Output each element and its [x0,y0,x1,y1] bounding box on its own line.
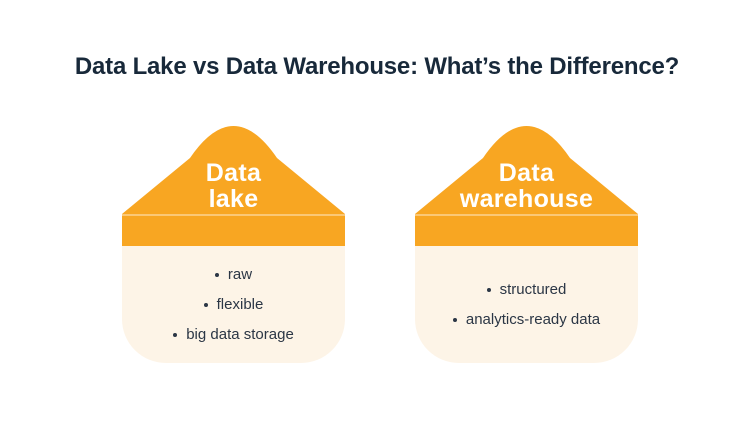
bullet-label: analytics-ready data [465,310,601,328]
data-warehouse-card-body: structured analytics-ready data [415,246,638,363]
data-lake-card-title: Data lake [122,160,345,212]
bullet-dot-icon [214,272,219,277]
card-data-lake: Data lake raw flexible big data storage [122,126,345,363]
bullet-dot-icon [173,332,178,337]
bullet-label: big data storage [186,325,294,343]
card-title-line1: Data [498,159,555,187]
page-title: Data Lake vs Data Warehouse: What’s the … [74,53,680,80]
bullet-label: structured [499,280,567,298]
bullet-dot-icon [486,287,491,292]
bullet-item: structured [486,280,567,298]
card-title-line2: lake [208,185,259,213]
bullet-item: flexible [203,295,264,313]
data-lake-roof: Data lake [122,126,345,214]
data-lake-roof-base-strip [122,214,345,246]
roof-shape-icon [415,126,638,214]
data-warehouse-roof-base-strip [415,214,638,246]
bullet-dot-icon [203,302,208,307]
data-warehouse-card-title: Data warehouse [415,160,638,212]
bullet-label: raw [227,265,253,283]
bullet-label: flexible [216,295,264,313]
card-title-line1: Data [205,159,262,187]
card-title-line2: warehouse [459,185,594,213]
bullet-item: raw [214,265,253,283]
bullet-item: analytics-ready data [452,310,601,328]
card-data-warehouse: Data warehouse structured analytics-read… [415,126,638,363]
bullet-dot-icon [452,317,457,322]
data-lake-card-body: raw flexible big data storage [122,246,345,363]
data-warehouse-roof: Data warehouse [415,126,638,214]
bullet-item: big data storage [173,325,294,343]
roof-shape-icon [122,126,345,214]
